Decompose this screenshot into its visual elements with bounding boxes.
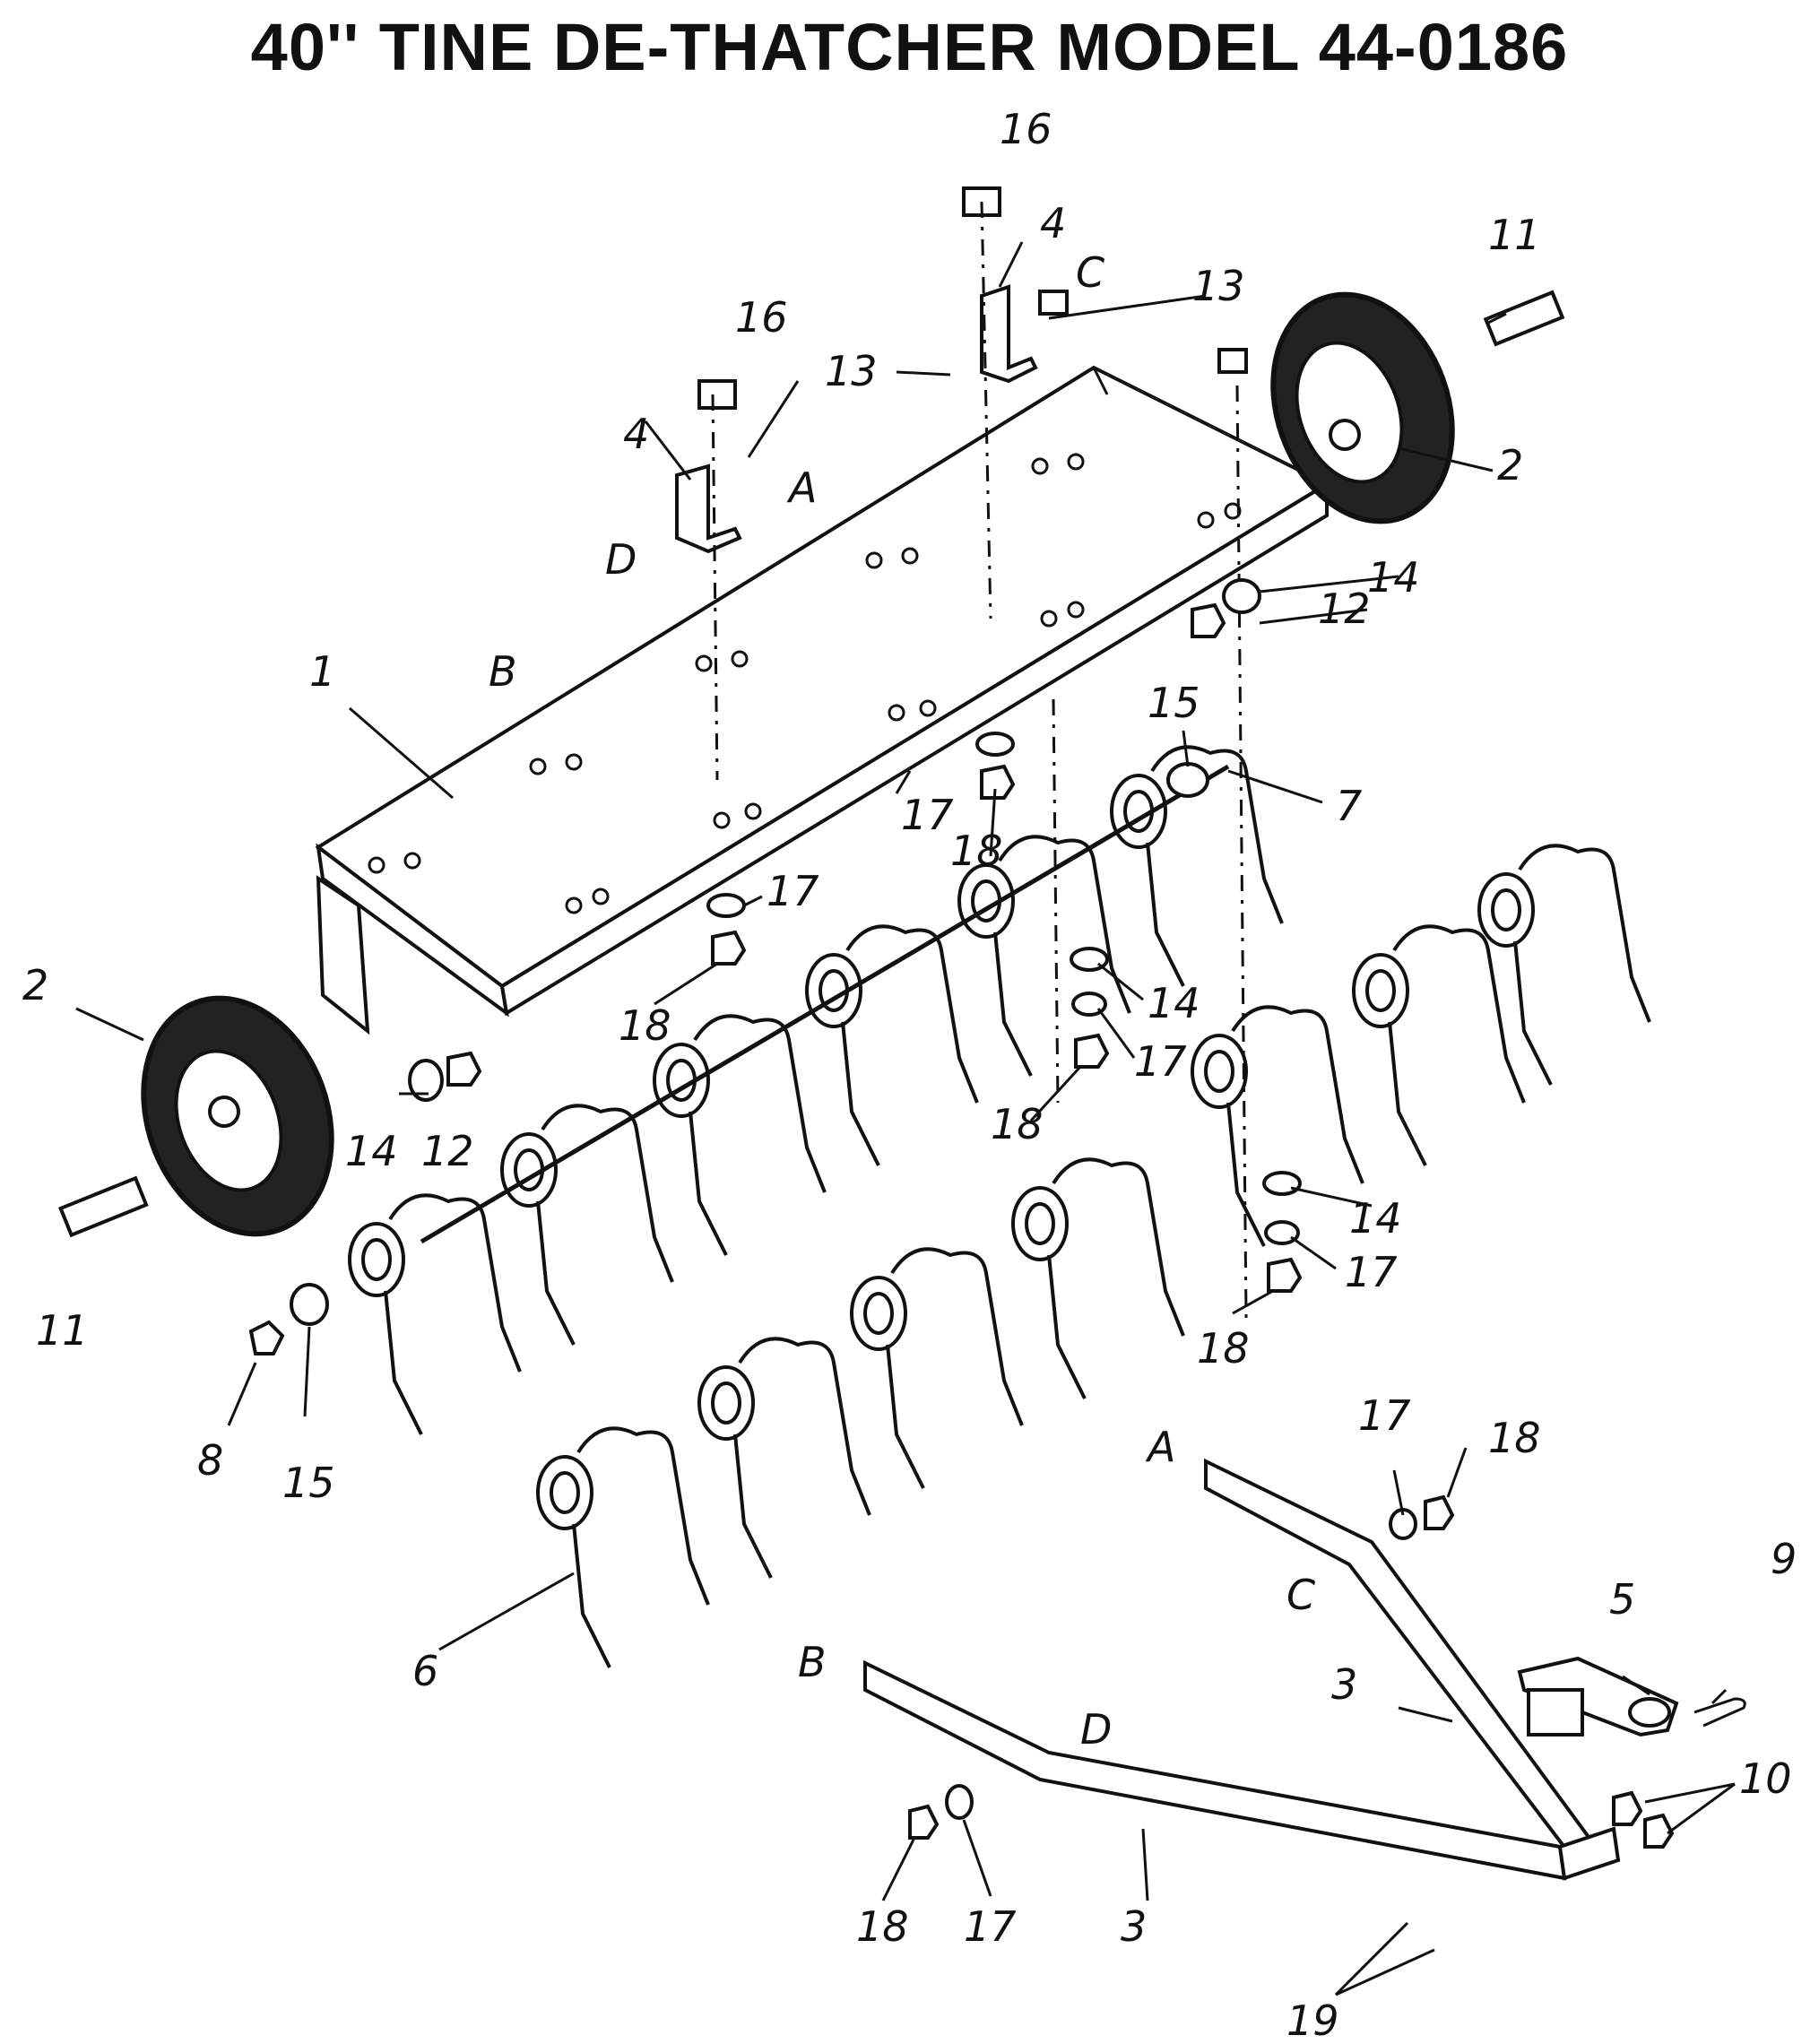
callout-1: 1 — [309, 647, 335, 696]
callout-14-left: 14 — [345, 1127, 398, 1175]
washers-and-nuts — [248, 578, 1675, 1849]
axle-bolt-right — [1483, 290, 1565, 347]
callout-C-frame: C — [1076, 248, 1104, 297]
callout-A-bar: A — [1145, 1423, 1175, 1471]
callout-17-b: 17 — [767, 867, 819, 915]
callout-3-upper: 3 — [1331, 1660, 1357, 1709]
wheel-right — [1270, 291, 1455, 524]
frame-deck — [315, 365, 1331, 1035]
callout-5: 5 — [1609, 1575, 1635, 1624]
callout-2-right: 2 — [1497, 441, 1523, 489]
wheel-left — [141, 995, 334, 1237]
bracket-left — [675, 463, 742, 554]
callout-D-bar: D — [1080, 1705, 1112, 1754]
callout-18-f: 18 — [856, 1902, 909, 1951]
callout-14-mid: 14 — [1148, 979, 1200, 1027]
callout-11-left: 11 — [36, 1306, 89, 1355]
tines — [348, 745, 1651, 1668]
callout-12-right: 12 — [1318, 585, 1371, 633]
leader-lines — [75, 241, 1736, 1996]
callout-18-b: 18 — [619, 1001, 671, 1050]
callout-B-bar: B — [798, 1638, 827, 1686]
callout-8: 8 — [197, 1436, 223, 1485]
callout-A-frame: A — [786, 463, 817, 512]
callout-3-lower: 3 — [1121, 1902, 1147, 1951]
callout-16-top: 16 — [1000, 105, 1052, 153]
diagram-title: 40'' TINE DE-THATCHER MODEL 44-0186 — [250, 10, 1569, 84]
callout-14-low: 14 — [1349, 1194, 1402, 1243]
callout-14-top: 14 — [1367, 553, 1420, 602]
callout-17-e: 17 — [1358, 1391, 1411, 1440]
tow-bars — [863, 1458, 1621, 1881]
callout-11-right: 11 — [1488, 211, 1541, 259]
callout-10: 10 — [1739, 1754, 1792, 1803]
callout-17-a: 17 — [901, 791, 954, 839]
callout-labels: 1 2 2 3 3 4 4 5 6 7 8 9 10 11 11 12 12 1… — [22, 105, 1797, 2044]
bracket-center — [980, 284, 1038, 384]
callout-18-d: 18 — [1197, 1324, 1250, 1373]
callout-19: 19 — [1286, 1996, 1339, 2044]
callout-13-left: 13 — [825, 347, 878, 395]
callout-15-left: 15 — [282, 1459, 335, 1507]
axle-bolt-left — [58, 1175, 149, 1238]
callout-15-right: 15 — [1148, 679, 1200, 727]
carriage-bolts — [697, 186, 1248, 410]
callout-18-a: 18 — [950, 827, 1003, 875]
callout-12-left: 12 — [421, 1127, 474, 1175]
callout-18-c: 18 — [991, 1100, 1044, 1148]
callout-4-center: 4 — [1040, 199, 1066, 247]
callout-D-frame: D — [605, 535, 637, 584]
callout-13-right: 13 — [1192, 262, 1245, 310]
callout-C-bar: C — [1286, 1571, 1315, 1619]
callout-17-d: 17 — [1345, 1248, 1398, 1296]
callout-B-frame: B — [489, 647, 517, 696]
callout-9: 9 — [1771, 1535, 1797, 1583]
callout-17-f: 17 — [964, 1902, 1017, 1951]
callout-2-left: 2 — [22, 961, 48, 1009]
callout-6: 6 — [412, 1647, 438, 1695]
hitch-plate — [1517, 1656, 1679, 1737]
callout-17-c: 17 — [1134, 1037, 1187, 1086]
hitch-pin — [1693, 1697, 1746, 1728]
callout-7: 7 — [1336, 782, 1362, 830]
callout-4-left: 4 — [623, 410, 649, 458]
callout-16-left: 16 — [735, 293, 788, 342]
callout-18-e: 18 — [1488, 1414, 1541, 1462]
